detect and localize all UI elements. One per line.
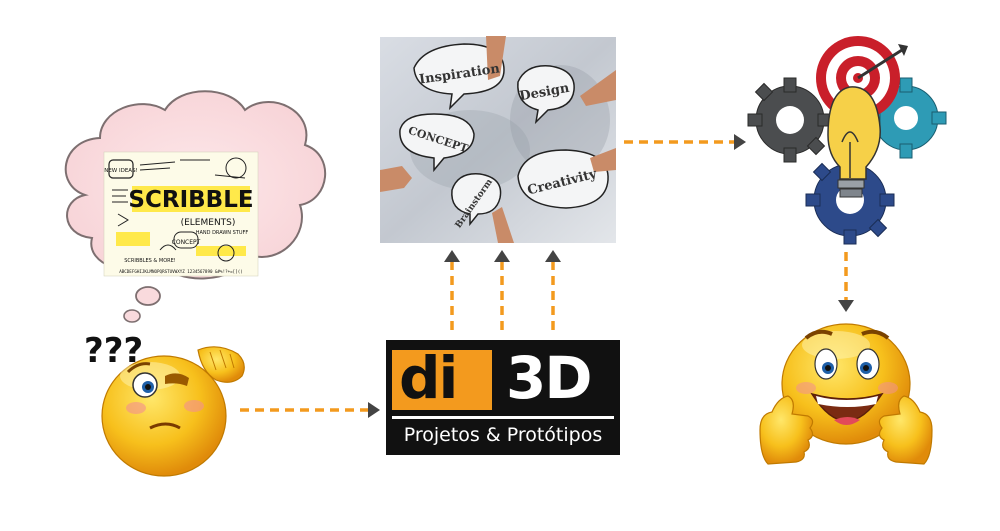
doodle-elements-text: (ELEMENTS) <box>181 218 236 228</box>
logo-subtitle: Projetos & Protótipos <box>403 424 603 446</box>
doodle-new-ideas-text: NEW IDEAS! <box>104 168 138 174</box>
idea-gears-icon <box>747 36 947 245</box>
doodle-scribble-text: SCRIBBLE <box>128 187 253 213</box>
doodle-hand-drawn-text: HAND DRAWN STUFF <box>196 230 249 236</box>
doodle-concept-text: CONCEPT <box>172 239 201 246</box>
logo-3d-text: 3D <box>506 344 593 412</box>
connector-arrows <box>240 140 848 412</box>
question-marks-text: ??? <box>84 331 143 371</box>
logo-di-text: di <box>399 344 458 412</box>
scribble-doodle: SCRIBBLE (ELEMENTS) NEW IDEAS! CONCEPT H… <box>103 151 259 277</box>
di3d-logo: di 3D Projetos & Protótipos <box>386 340 620 455</box>
happy-thumbs-up-emoji <box>759 323 933 465</box>
arrowheads <box>368 134 854 418</box>
doodle-scribbles-more-text: SCRIBBLES & MORE! <box>124 258 176 264</box>
confused-emoji: ??? <box>84 331 245 477</box>
logo-divider <box>392 416 614 419</box>
brainstorm-photo: Inspiration Design CONCEPT Brainstorm Cr… <box>380 36 616 243</box>
doodle-alphabet-text: ABCDEFGHIJKLMNOPQRSTUVWXYZ 1234567890 &#… <box>119 269 243 274</box>
logo-orange-block <box>392 350 492 410</box>
